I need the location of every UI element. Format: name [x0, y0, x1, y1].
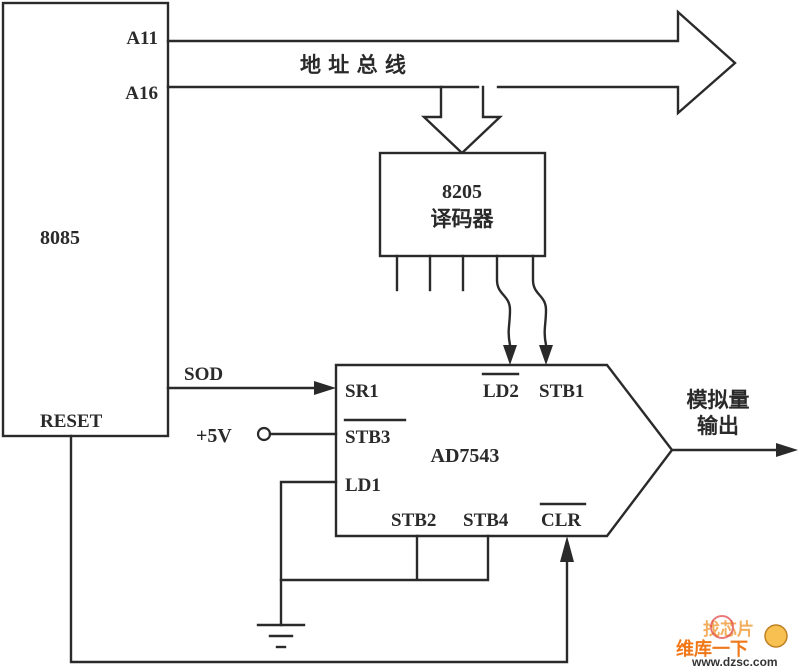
- address-bus-label: 地 址 总 线: [300, 53, 406, 77]
- pin-clr-label: CLR: [541, 510, 581, 531]
- watermark-circle-icon: [710, 615, 734, 639]
- pin-stb1-label: STB1: [539, 381, 584, 402]
- dac-name: AD7543: [431, 445, 500, 467]
- pin-a11-label: A11: [126, 28, 158, 49]
- pin-ld1-label: LD1: [345, 475, 381, 496]
- pin-stb3-label: STB3: [345, 427, 390, 448]
- decoder-subtitle: 译码器: [431, 207, 495, 231]
- clr-arrowhead: [560, 536, 574, 562]
- ld1-to-ground-wire: [279, 480, 338, 627]
- output-label-line1: 模拟量: [687, 388, 750, 412]
- output-label-line2: 输出: [697, 414, 739, 438]
- stb1-arrowhead: [539, 345, 553, 365]
- power-terminal-icon: [256, 426, 272, 442]
- pin-sod-label: SOD: [184, 364, 223, 385]
- power-5v-label: +5V: [196, 425, 232, 447]
- pin-stb2-label: STB2: [391, 510, 436, 531]
- watermark-url: www.dzsc.com: [691, 655, 778, 666]
- pin-sr1-label: SR1: [345, 381, 379, 402]
- watermark-line1: 找芯片: [703, 619, 754, 640]
- sr1-arrowhead: [314, 381, 336, 395]
- decoder-to-ld2-wire: [495, 254, 512, 347]
- address-bus-arrow: [166, 9, 737, 116]
- output-arrowhead: [776, 443, 798, 457]
- stb2-stb4-ground-wire: [279, 534, 490, 582]
- dac-ad7543-block: [334, 363, 674, 538]
- decoder-name: 8205: [442, 181, 482, 203]
- pin-a16-label: A16: [125, 83, 158, 104]
- decoder-to-stb1-wire: [531, 254, 548, 347]
- pin-ld2-label: LD2: [483, 381, 519, 402]
- bus-to-decoder-arrow: [420, 85, 504, 155]
- decoder-8205-block: [378, 151, 547, 258]
- decoder-outputs: [395, 254, 553, 365]
- watermark-logo: 找芯片 维库一下 www.dzsc.com: [676, 615, 788, 666]
- mascot-icon: [764, 624, 788, 648]
- watermark-line2: 维库一下: [676, 638, 748, 660]
- reset-to-clr-wire: [69, 434, 569, 664]
- cpu-name: 8085: [40, 227, 80, 249]
- cpu-8085-block: [1, 1, 170, 438]
- pin-reset-label: RESET: [40, 411, 103, 432]
- ground-icon: [256, 623, 306, 649]
- pin-stb4-label: STB4: [463, 510, 509, 531]
- ld2-arrowhead: [503, 345, 517, 365]
